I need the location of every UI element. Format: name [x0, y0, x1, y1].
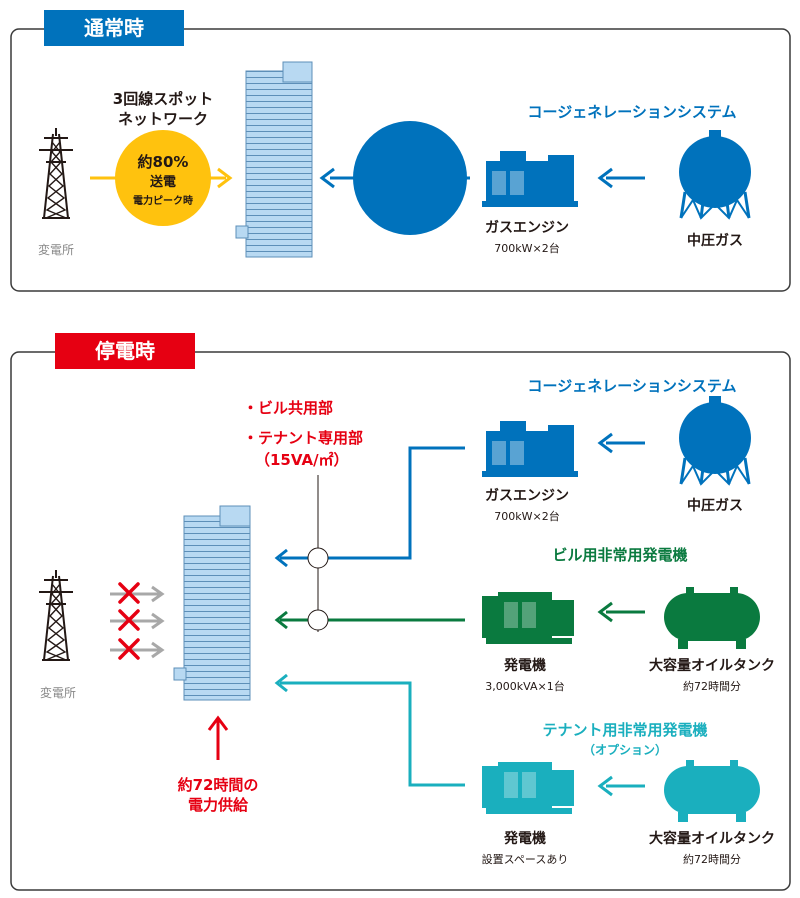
- gas-feed-arrowhead: [597, 167, 613, 189]
- generator2-label: 発電機: [503, 830, 546, 847]
- bldg-emergency-title: ビル用非常用発電機: [552, 546, 687, 564]
- cogen-outage-line: [280, 446, 465, 560]
- generator-outage-arrowhead: [274, 610, 288, 630]
- oil-tank2-label: 大容量オイルタンク: [649, 830, 775, 847]
- circle-line3: 電力ピーク時: [133, 194, 193, 207]
- building-icon: [235, 61, 313, 258]
- gas-tank-icon: [679, 396, 751, 486]
- oil-tank-icon: [664, 587, 760, 649]
- supply-line2: 電力供給: [188, 796, 249, 814]
- oil-feed-arrowhead: [597, 775, 613, 797]
- junction-circle: [307, 547, 329, 569]
- cogen-output-circle: [353, 121, 467, 235]
- normal-badge: [44, 10, 184, 46]
- cogen-title: コージェネレーションシステム: [528, 103, 737, 121]
- oil-feed-arrowhead: [597, 601, 613, 623]
- gas-tank-icon: [679, 130, 751, 220]
- power-ratio-circle: [115, 130, 211, 226]
- generator1-spec: 3,000kVA×1台: [485, 679, 564, 693]
- cogen-title: コージェネレーションシステム: [528, 377, 737, 395]
- supply-line1: 約72時間の: [178, 776, 259, 794]
- generator1-label: 発電機: [503, 657, 546, 674]
- oil-tank-icon: [664, 760, 760, 822]
- circle-line2: 送電: [149, 174, 176, 190]
- cogen-outage-arrowhead: [274, 548, 288, 568]
- generator-icon: [482, 592, 574, 644]
- oil-tank2-spec: 約72時間分: [683, 852, 741, 866]
- gas-engine-label: ガスエンジン: [485, 488, 569, 504]
- normal-badge-label: 通常時: [84, 16, 144, 40]
- oil-tank1-spec: 約72時間分: [683, 679, 741, 693]
- circle-line1: 約80%: [138, 153, 189, 171]
- tenant-generator-arrowhead: [274, 673, 288, 693]
- generator-icon: [482, 762, 574, 814]
- bullet-common-area: ・ビル共用部: [243, 399, 333, 417]
- gas-tank-label: 中圧ガス: [687, 232, 743, 249]
- spot-network-arrowhead: [217, 167, 233, 189]
- blocked-grid-arrows: [110, 585, 165, 659]
- gas-engine-icon: [482, 421, 578, 477]
- gas-engine-spec: 700kW×2台: [494, 509, 559, 523]
- bullet-tenant-capacity: （15VA/㎡）: [255, 451, 349, 469]
- blocked-cross-icon: [118, 582, 140, 660]
- gas-engine-icon: [482, 151, 578, 207]
- network-label-line2: ネットワーク: [118, 110, 208, 128]
- bullet-tenant-area: ・テナント専用部: [243, 429, 363, 447]
- generator2-spec: 設置スペースあり: [482, 852, 569, 866]
- substation-label: 変電所: [40, 685, 76, 700]
- junction-circle: [307, 609, 329, 631]
- oil-tank1-label: 大容量オイルタンク: [649, 657, 775, 674]
- gas-tank-label: 中圧ガス: [687, 497, 743, 514]
- network-label-line1: 3回線スポット: [113, 90, 213, 108]
- gas-engine-label: ガスエンジン: [485, 220, 569, 236]
- substation-label: 変電所: [38, 242, 74, 257]
- tenant-generator-line: [280, 681, 465, 787]
- cogen-supply-arrowhead: [319, 167, 335, 189]
- building-icon: [173, 505, 251, 701]
- gas-feed-arrowhead: [597, 432, 613, 454]
- tenant-emergency-title: テナント用非常用発電機: [542, 721, 707, 739]
- tenant-emergency-option: （オプション）: [583, 742, 667, 757]
- outage-badge: [55, 333, 195, 369]
- outage-badge-label: 停電時: [95, 339, 155, 363]
- gas-engine-spec: 700kW×2台: [494, 241, 559, 255]
- supply-arrow-icon: [207, 715, 229, 760]
